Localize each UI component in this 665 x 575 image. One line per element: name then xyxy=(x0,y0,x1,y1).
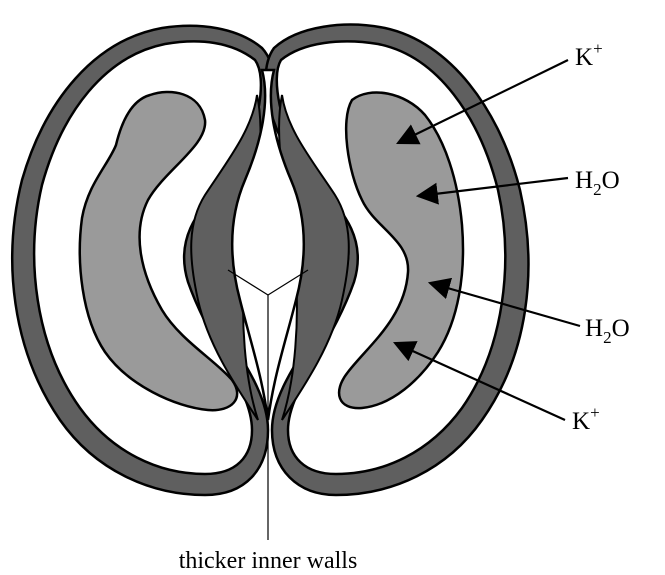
label-h2o-upper: H2O xyxy=(575,167,620,199)
caption-thicker-inner-walls: thicker inner walls xyxy=(179,548,358,574)
label-k-bottom: K+ xyxy=(572,403,600,435)
label-h2o-lower: H2O xyxy=(585,315,630,347)
label-k-top: K+ xyxy=(575,39,603,71)
